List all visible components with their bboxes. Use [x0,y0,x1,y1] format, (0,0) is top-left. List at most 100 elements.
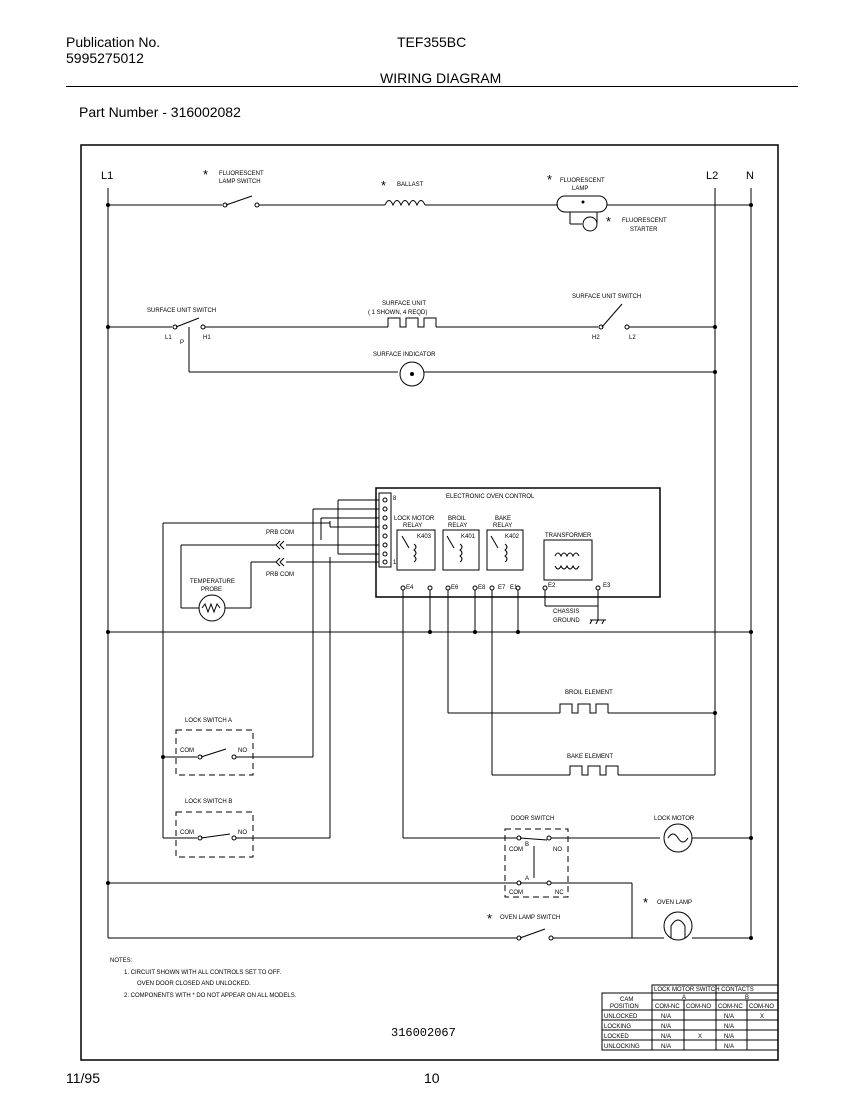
terminal-e4: E4 [406,585,414,591]
door-switch-no: NO [553,847,562,853]
terminal-e6: E6 [451,585,459,591]
note-1b: OVEN DOOR CLOSED AND UNLOCKED. [137,981,251,987]
lock-switch-b-label: LOCK SWITCH B [185,799,232,805]
notes-heading: NOTES: [110,958,133,964]
model-number: TEF355BC [397,34,467,50]
table-cell: N/A [661,1024,671,1030]
broil-relay-label: BROIL [448,516,467,522]
fluorescent-starter [582,216,598,232]
table-cell: N/A [661,1014,671,1020]
door-switch-nc: NC [555,890,564,896]
bake-relay [486,529,524,571]
temperature-probe-label-2: PROBE [201,587,222,593]
contacts-group-a: A [682,995,686,1001]
asterisk-mark: * [203,167,208,182]
lock-motor-relay [396,529,436,571]
terminal-p: P [180,340,184,346]
table-cell: N/A [661,1034,671,1040]
table-cell: N/A [661,1044,671,1050]
rail-label-n: N [746,170,754,182]
electronic-oven-control [375,487,661,598]
connector-block [378,492,392,568]
surface-unit-label-2: ( 1 SHOWN, 4 REQD) [368,310,427,316]
prb-com-label-2: PRB COM [266,572,294,578]
page-title: WIRING DIAGRAM [380,70,502,86]
table-row-position: LOCKED [604,1034,629,1040]
rail-label-l1: L1 [101,170,113,182]
door-switch [504,828,569,898]
door-switch-com-a: COM [509,847,523,853]
fluorescent-lamp-tube [556,195,608,213]
contacts-subheader: COM-NO [749,1004,774,1010]
lock-motor-relay-label: LOCK MOTOR [394,516,435,522]
contacts-subheader: COM-NO [686,1004,711,1010]
transformer-label: TRANSFORMER [545,533,592,539]
fluorescent-lamp-label: FLUORESCENT [560,178,605,184]
diagram-border [80,144,779,1061]
asterisk-mark: * [606,214,611,229]
ballast-coil [384,200,426,207]
fluorescent-lamp-label-2: LAMP [572,186,588,192]
lock-switch-a-no: NO [238,748,247,754]
contacts-subheader: COM-NC [718,1004,743,1010]
publication-number: 5995275012 [66,50,144,66]
surface-unit-label: SURFACE UNIT [382,301,426,307]
oven-lamp-label: OVEN LAMP [657,900,692,906]
transformer [543,539,593,581]
lock-switch-b-com: COM [180,830,194,836]
terminal-e8: E8 [478,585,486,591]
temperature-probe-label: TEMPERATURE [190,579,235,585]
surface-unit-switch-right [601,303,623,328]
terminal-e1: E1 [510,585,518,591]
broil-relay-label-2: RELAY [448,523,467,529]
fluorescent-starter-label-2: STARTER [630,227,658,233]
relay-code-k401: K401 [461,534,476,540]
fluorescent-lamp-switch-label-2: LAMP SWITCH [219,179,261,185]
fluorescent-lamp-switch [225,195,253,206]
publication-label: Publication No. [66,34,161,50]
lock-switch-a-label: LOCK SWITCH A [185,718,232,724]
table-cell: N/A [724,1014,734,1020]
broil-element-label: BROIL ELEMENT [565,690,613,696]
lock-switch-a [175,729,254,776]
broil-relay [442,529,480,571]
surface-unit-switch-right-label: SURFACE UNIT SWITCH [572,294,641,300]
prb-com-label-1: PRB COM [266,530,294,536]
asterisk-mark: * [643,895,648,910]
door-switch-b-label: B [525,842,529,848]
terminal-e2: E2 [548,583,556,589]
surface-indicator-lamp [399,361,425,387]
terminal-h1: H1 [203,335,211,341]
asterisk-mark: * [547,172,552,187]
chassis-ground-label: CHASSIS [553,609,579,615]
terminal-h2: H2 [592,335,600,341]
note-2: 2. COMPONENTS WITH * DO NOT APPEAR ON AL… [124,993,297,999]
broil-element [559,703,609,714]
contacts-subheader: COM-NC [655,1004,680,1010]
ballast-label: BALLAST [397,182,424,188]
table-row-position: UNLOCKING [604,1044,640,1050]
table-cell: N/A [724,1024,734,1030]
relay-code-k403: K403 [417,534,432,540]
cam-position-label-2: POSITION [610,1004,639,1010]
table-cell: N/A [724,1044,734,1050]
door-switch-com-b: COM [509,890,523,896]
surface-unit-switch-left-label: SURFACE UNIT SWITCH [147,308,216,314]
table-cell: X [760,1014,764,1020]
lock-motor-label: LOCK MOTOR [654,816,695,822]
lock-motor-switch-contacts-table: LOCK MOTOR SWITCH CONTACTS CAM POSITION … [601,984,779,1051]
relay-code-k402: K402 [505,534,520,540]
contacts-table-title: LOCK MOTOR SWITCH CONTACTS [654,987,754,993]
temperature-probe [198,594,226,622]
page-number: 10 [424,1070,440,1086]
terminal-e3: E3 [603,583,611,589]
lock-switch-b-no: NO [238,830,247,836]
chassis-ground-label-2: GROUND [553,618,580,624]
terminal-l2: L2 [629,335,636,341]
title-underline [66,86,798,87]
terminal-l1: L1 [165,335,172,341]
contacts-group-b: B [745,995,749,1001]
lock-motor-relay-label-2: RELAY [403,523,422,529]
oven-lamp-switch-label: OVEN LAMP SWITCH [500,915,560,921]
